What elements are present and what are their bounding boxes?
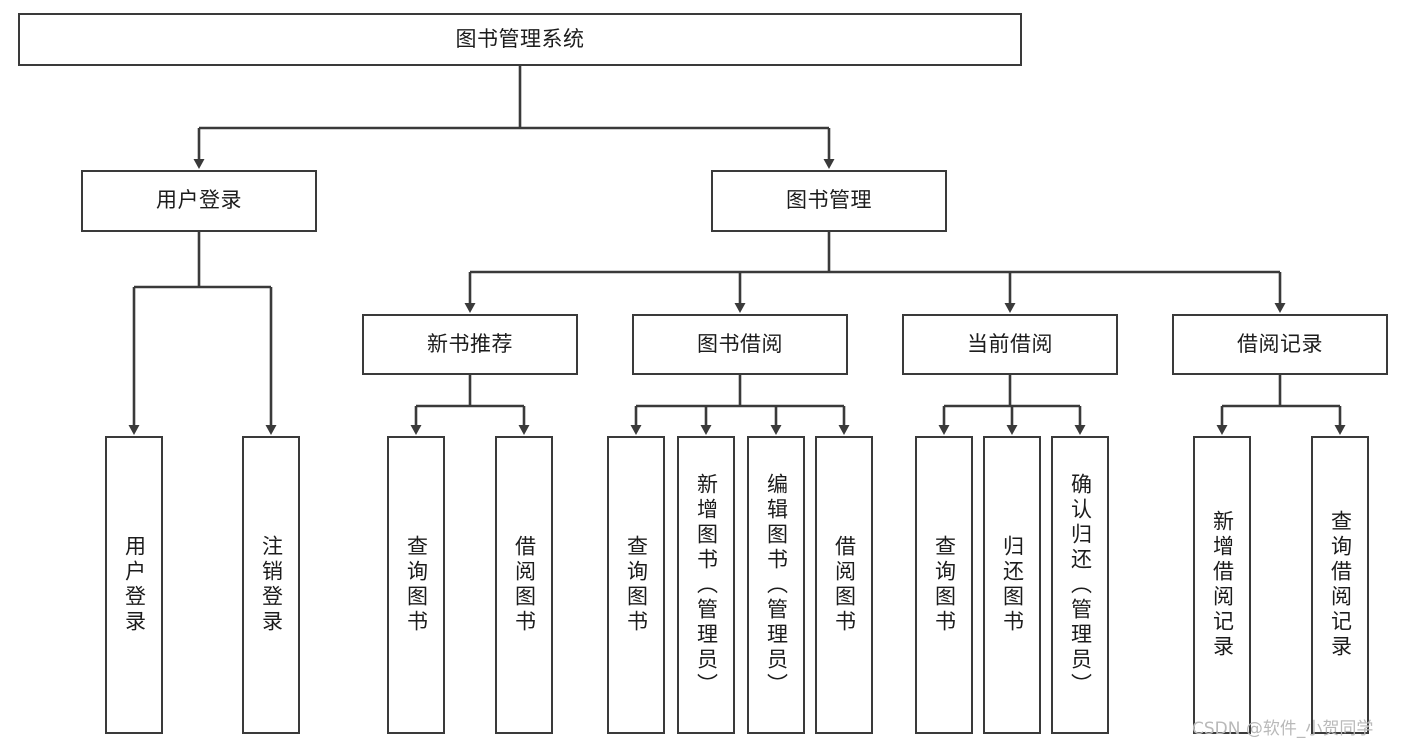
node-label: 查询图书 <box>404 535 429 635</box>
leaf-book-borrow-edit[interactable]: 编辑图书（管理员） <box>747 436 805 734</box>
node-label: 查询借阅记录 <box>1328 510 1353 660</box>
leaf-current-borrow-return[interactable]: 归还图书 <box>983 436 1041 734</box>
node-label: 借阅图书 <box>512 535 537 635</box>
node-label: 借阅记录 <box>1237 331 1323 356</box>
node-root-system[interactable]: 图书管理系统 <box>18 13 1022 66</box>
node-label: 新书推荐 <box>427 331 513 356</box>
leaf-book-borrow-add[interactable]: 新增图书（管理员） <box>677 436 735 734</box>
leaf-book-borrow-borrow[interactable]: 借阅图书 <box>815 436 873 734</box>
node-book-borrow[interactable]: 图书借阅 <box>632 314 848 375</box>
node-label: 用户登录 <box>122 535 147 635</box>
watermark-text: CSDN @软件_小贺同学 <box>1192 719 1374 739</box>
node-borrow-record[interactable]: 借阅记录 <box>1172 314 1388 375</box>
node-label: 图书借阅 <box>697 331 783 356</box>
node-label: 新增图书（管理员） <box>694 472 719 698</box>
node-label: 新增借阅记录 <box>1210 510 1235 660</box>
leaf-book-borrow-query[interactable]: 查询图书 <box>607 436 665 734</box>
leaf-borrow-record-query[interactable]: 查询借阅记录 <box>1311 436 1369 734</box>
leaf-user-login-login[interactable]: 用户登录 <box>105 436 163 734</box>
leaf-new-book-query[interactable]: 查询图书 <box>387 436 445 734</box>
node-label: 当前借阅 <box>967 331 1053 356</box>
node-label: 编辑图书（管理员） <box>764 472 789 698</box>
leaf-user-login-logout[interactable]: 注销登录 <box>242 436 300 734</box>
node-label: 注销登录 <box>259 535 284 635</box>
node-user-login[interactable]: 用户登录 <box>81 170 317 232</box>
leaf-new-book-borrow[interactable]: 借阅图书 <box>495 436 553 734</box>
node-new-book-recommend[interactable]: 新书推荐 <box>362 314 578 375</box>
node-book-management[interactable]: 图书管理 <box>711 170 947 232</box>
node-label: 查询图书 <box>624 535 649 635</box>
node-label: 确认归还（管理员） <box>1068 472 1093 698</box>
leaf-current-borrow-confirm-return[interactable]: 确认归还（管理员） <box>1051 436 1109 734</box>
node-label: 用户登录 <box>156 188 242 213</box>
node-label: 查询图书 <box>932 535 957 635</box>
node-label: 图书管理 <box>786 188 872 213</box>
node-label: 图书管理系统 <box>455 26 585 51</box>
node-label: 归还图书 <box>1000 535 1025 635</box>
node-label: 借阅图书 <box>832 535 857 635</box>
leaf-borrow-record-add[interactable]: 新增借阅记录 <box>1193 436 1251 734</box>
leaf-current-borrow-query[interactable]: 查询图书 <box>915 436 973 734</box>
node-current-borrow[interactable]: 当前借阅 <box>902 314 1118 375</box>
